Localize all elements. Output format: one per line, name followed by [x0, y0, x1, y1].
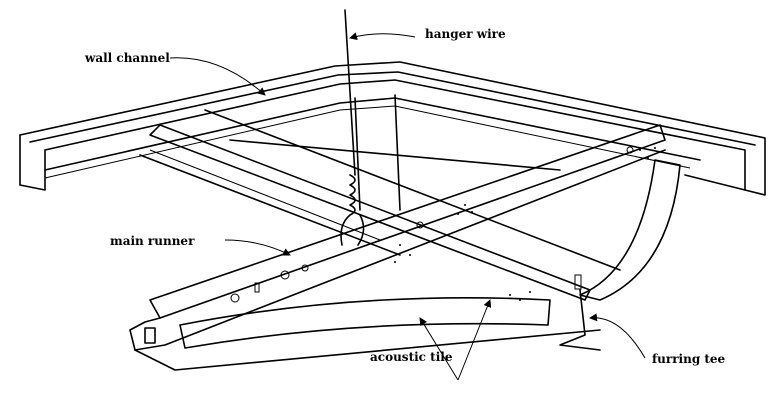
- wall-channel: [19, 61, 766, 196]
- label-furring-tee: furring tee: [652, 352, 726, 366]
- label-wall-channel: wall channel: [85, 51, 170, 65]
- main-runner: [129, 124, 666, 371]
- label-hanger-wire: hanger wire: [425, 27, 506, 41]
- cross-tee: [139, 94, 621, 301]
- label-acoustic-tile: acoustic tile: [370, 350, 453, 364]
- texture-dots: [394, 147, 656, 301]
- hanger-wire: [340, 9, 365, 246]
- label-main-runner: main runner: [110, 234, 195, 248]
- acoustic-tile: [179, 147, 681, 349]
- leader-lines: [169, 32, 646, 381]
